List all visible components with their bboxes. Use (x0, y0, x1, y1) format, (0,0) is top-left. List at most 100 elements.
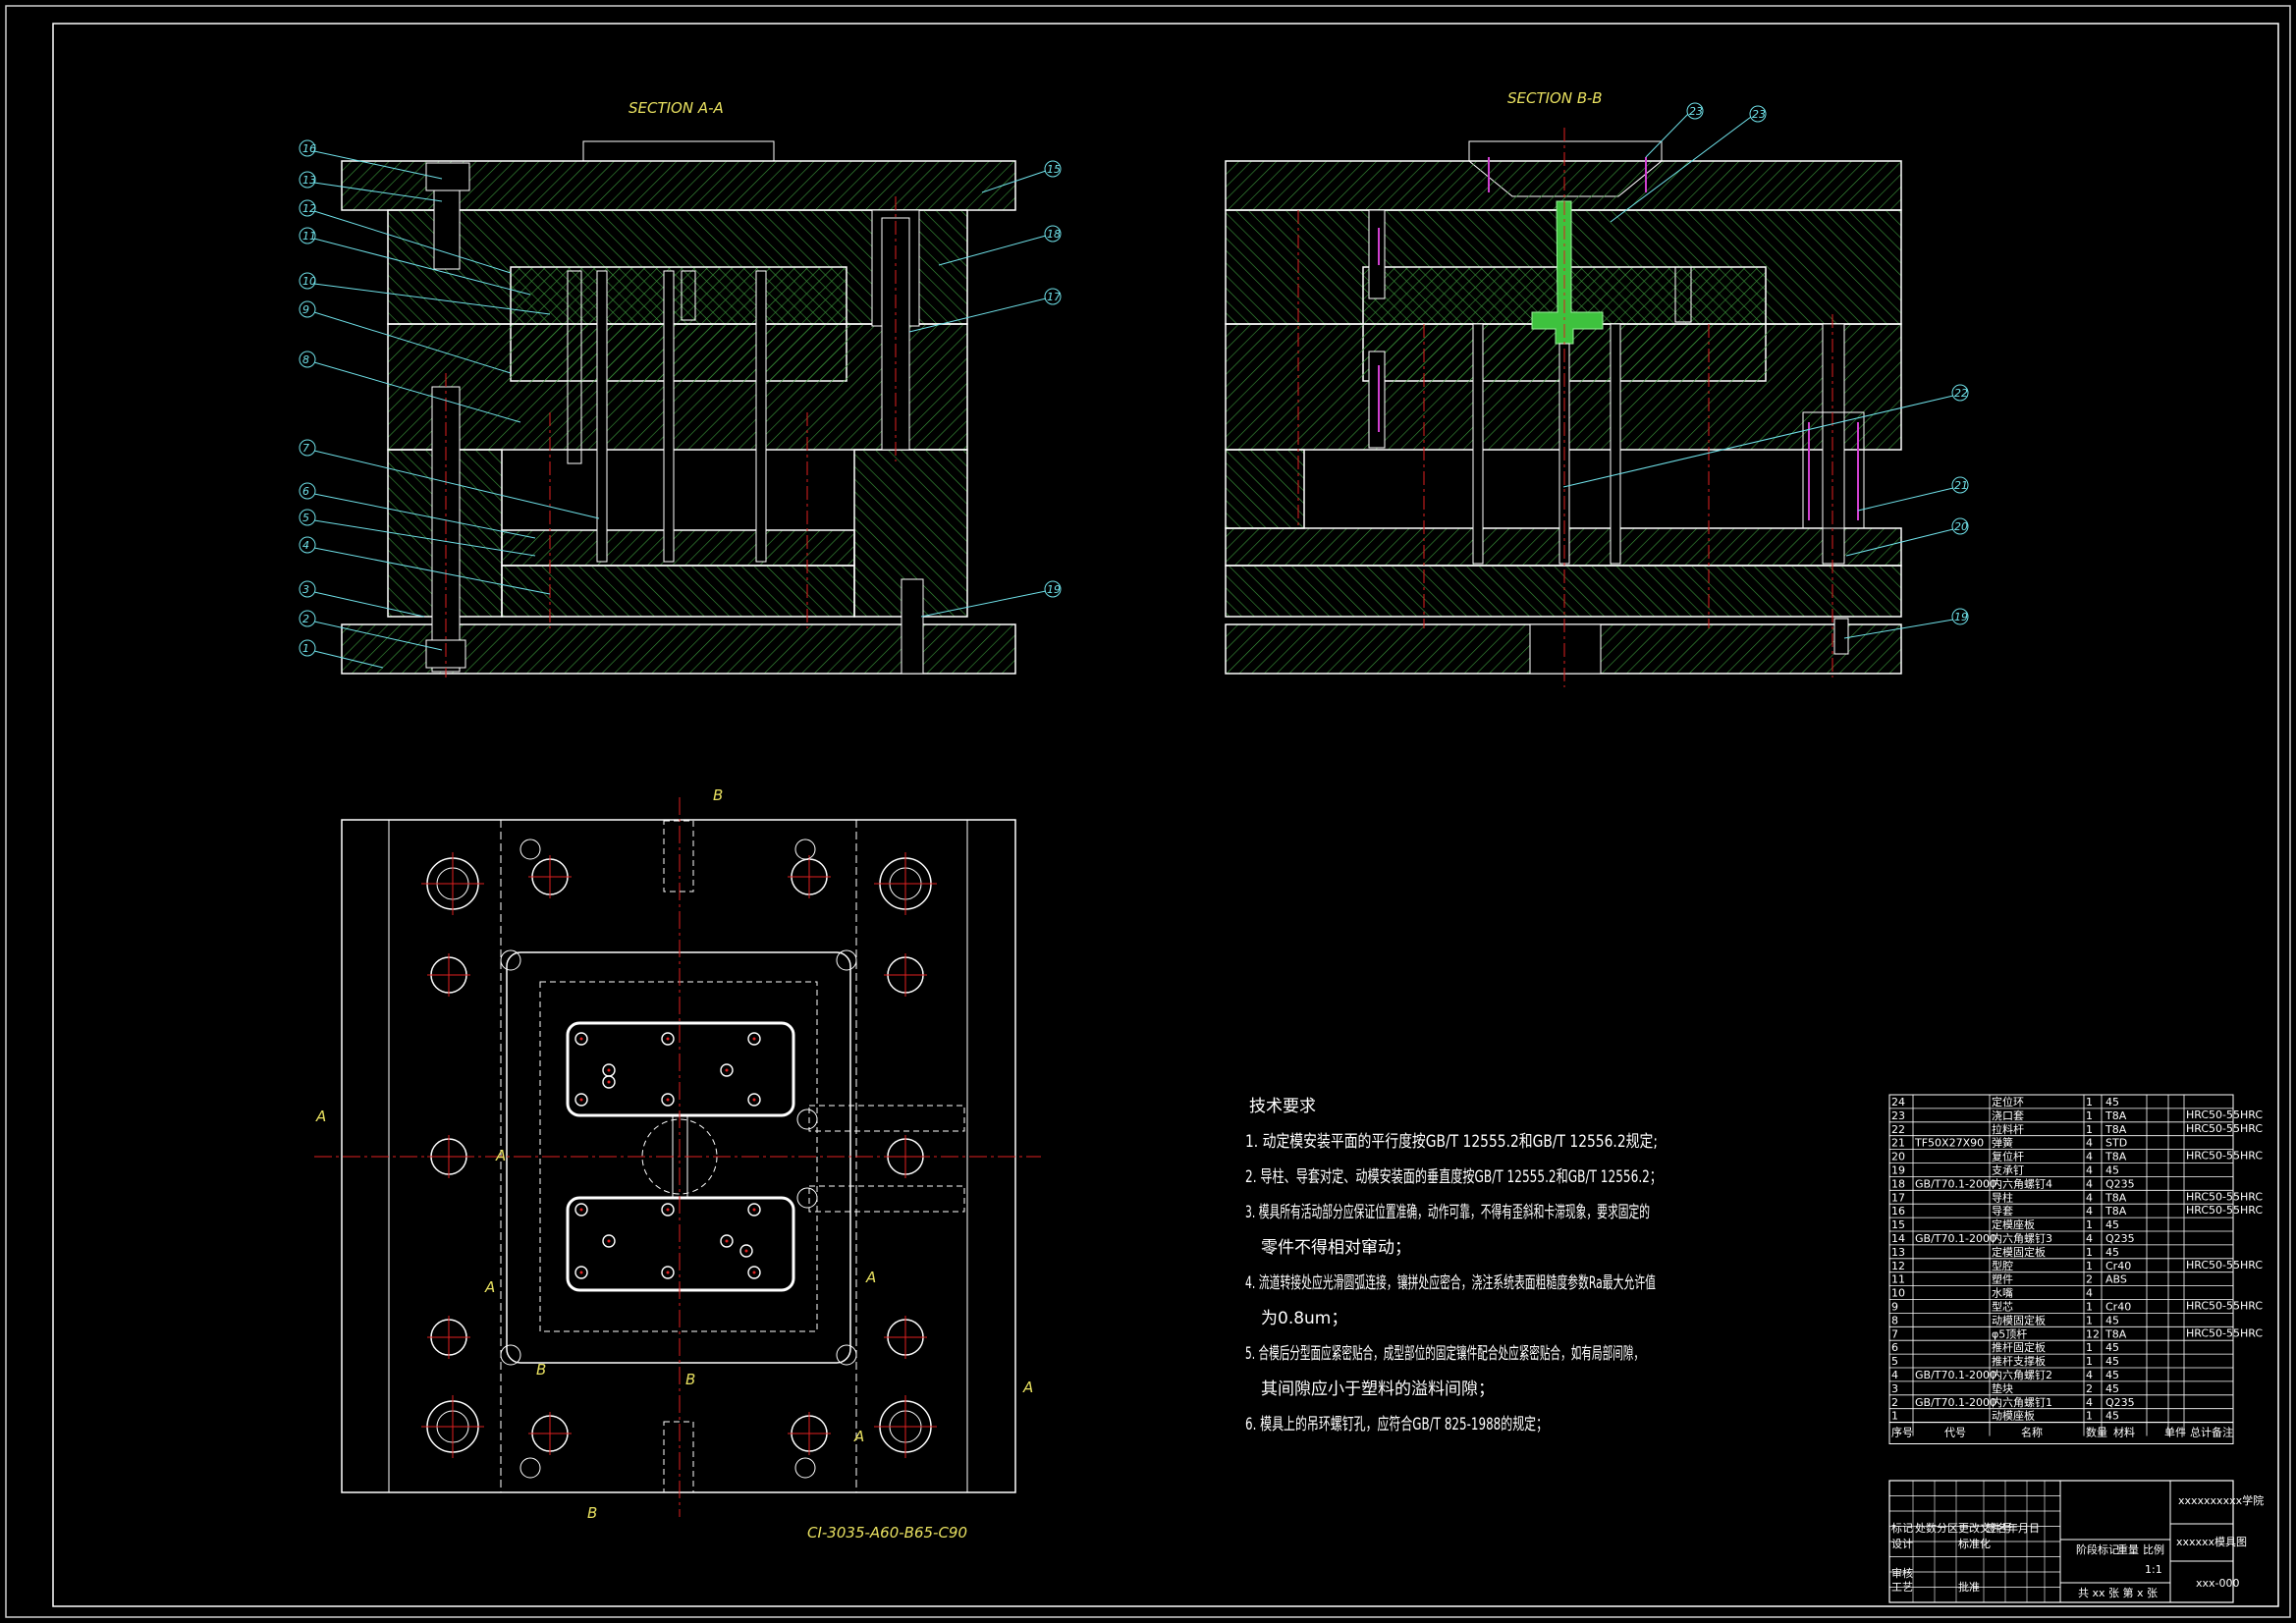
svg-text:5. 合模后分型面应紧密贴合，成型部位的固定镶件配合处应紧密: 5. 合模后分型面应紧密贴合，成型部位的固定镶件配合处应紧密贴合，如有局部间隙， (1245, 1343, 1644, 1364)
balloon (299, 509, 316, 526)
balloon-label: 19 (1954, 611, 1968, 623)
svg-text:45: 45 (2105, 1355, 2119, 1368)
ejector-hole-bb (1529, 623, 1602, 675)
title-block-label: 工艺 (1891, 1581, 1913, 1594)
balloon (1951, 476, 1969, 494)
section-b-b-view: SECTION B-B (1225, 89, 1902, 687)
svg-text:HRC50-55HRC: HRC50-55HRC (2186, 1150, 2263, 1163)
svg-text:45: 45 (2105, 1341, 2119, 1354)
svg-text:17: 17 (1891, 1191, 1905, 1204)
svg-text:16: 16 (1891, 1205, 1905, 1217)
title-block-label: 年月日 (2007, 1521, 2040, 1535)
svg-text:1: 1 (2086, 1314, 2093, 1326)
ejector-plate-bb (1225, 565, 1902, 618)
balloon-label: 18 (1047, 228, 1061, 241)
svg-text:1: 1 (2086, 1109, 2093, 1122)
svg-text:推杆支撑板: 推杆支撑板 (1992, 1354, 2046, 1368)
ejector-pin-hole (720, 1063, 734, 1077)
b-plate-aa (387, 323, 968, 451)
balloon (299, 482, 316, 500)
inner-frame (52, 23, 2279, 1607)
title-block-label: 标准化 (1958, 1537, 1991, 1550)
screw-top-shank-aa (433, 189, 461, 270)
pin-hole (794, 1457, 816, 1479)
svg-text:HRC50-55HRC: HRC50-55HRC (2186, 1190, 2263, 1203)
svg-text:零件不得相对窜动；: 零件不得相对窜动； (1261, 1238, 1411, 1258)
ejector-pin-hole (747, 1266, 761, 1279)
svg-text:浇口套: 浇口套 (1992, 1109, 2024, 1122)
svg-text:45: 45 (2105, 1246, 2119, 1259)
balloon (299, 580, 316, 598)
balloon (1951, 517, 1969, 535)
svg-text:4: 4 (2086, 1164, 2093, 1177)
balloon (1951, 384, 1969, 402)
svg-text:GB/T70.1-2000: GB/T70.1-2000 (1915, 1396, 1996, 1409)
ejector-pin-hole (747, 1032, 761, 1046)
pin-hole (519, 839, 541, 860)
svg-text:为0.8um；: 为0.8um； (1261, 1309, 1347, 1328)
svg-text:型芯: 型芯 (1992, 1300, 2013, 1314)
pins-bb (1368, 209, 1865, 655)
balloon-label: 8 (302, 353, 309, 366)
centerlines-bb (1297, 128, 1833, 687)
svg-text:A: A (495, 1147, 506, 1164)
ejector-pin-hole (661, 1093, 675, 1107)
drawing-name: xxxxxx模具图 (2176, 1536, 2247, 1548)
svg-text:45: 45 (2105, 1218, 2119, 1231)
pin-hole (796, 1187, 818, 1209)
pin-hole (519, 1457, 541, 1479)
svg-text:8: 8 (1891, 1314, 1898, 1326)
svg-text:2: 2 (2086, 1273, 2093, 1286)
svg-text:12: 12 (1891, 1260, 1905, 1272)
plan-cavity-insert (506, 951, 851, 1364)
svg-text:45: 45 (2105, 1410, 2119, 1423)
tech-req-heading: 技术要求 (1249, 1097, 1316, 1116)
svg-text:HRC50-55HRC: HRC50-55HRC (2186, 1300, 2263, 1313)
ejector-pin-hole (661, 1203, 675, 1217)
svg-text:4. 流道转接处应光滑圆弧连接，镶拼处应密合，浇注系统表面粗: 4. 流道转接处应光滑圆弧连接，镶拼处应密合，浇注系统表面粗糙度参数Ra最大允许… (1245, 1272, 1656, 1293)
svg-text:12: 12 (2086, 1327, 2100, 1340)
title-block-label: 比例 (2143, 1542, 2164, 1556)
svg-text:6. 模具上的吊环螺钉孔，应符合GB/T 825-1988的: 6. 模具上的吊环螺钉孔，应符合GB/T 825-1988的规定； (1245, 1415, 1548, 1434)
svg-text:2: 2 (2086, 1382, 2093, 1395)
balloon-label: 7 (302, 442, 309, 455)
svg-text:1. 动定模安装平面的平行度按GB/T 12555.2和GB: 1. 动定模安装平面的平行度按GB/T 12555.2和GB/T 12556.2… (1245, 1132, 1658, 1152)
svg-text:B: B (536, 1361, 546, 1379)
section-a-a-title: SECTION A-A (629, 99, 724, 117)
plan-view: B B A A A A A A B B B B CI-3035-A60-B65-… (314, 786, 1041, 1542)
svg-text:4: 4 (2086, 1396, 2093, 1409)
svg-text:HRC50-55HRC: HRC50-55HRC (2186, 1259, 2263, 1271)
svg-text:13: 13 (1891, 1246, 1905, 1259)
svg-text:15: 15 (1891, 1218, 1905, 1231)
title-block-label: 重量 (2117, 1542, 2139, 1556)
balloon-label: 6 (302, 485, 309, 498)
svg-text:ABS: ABS (2105, 1273, 2127, 1286)
ejector-pin-hole (574, 1032, 588, 1046)
technical-requirements: 技术要求 1. 动定模安装平面的平行度按GB/T 12555.2和GB/T 12… (1245, 1097, 1662, 1434)
svg-text:材料: 材料 (2113, 1426, 2135, 1439)
balloon (1044, 160, 1062, 178)
svg-text:导柱: 导柱 (1992, 1190, 2013, 1204)
section-b-b-title: SECTION B-B (1507, 89, 1603, 107)
balloon (299, 300, 316, 318)
pin-hole (794, 839, 816, 860)
pin-hole (836, 949, 857, 971)
water-lines (663, 820, 965, 1493)
balloon-label: 22 (1954, 387, 1968, 400)
svg-text:内六角螺钉2: 内六角螺钉2 (1992, 1368, 2052, 1381)
svg-text:2: 2 (1891, 1396, 1898, 1409)
pin-hole (836, 1344, 857, 1366)
ejector-pin-hole (661, 1032, 675, 1046)
svg-text:4: 4 (1891, 1369, 1898, 1381)
